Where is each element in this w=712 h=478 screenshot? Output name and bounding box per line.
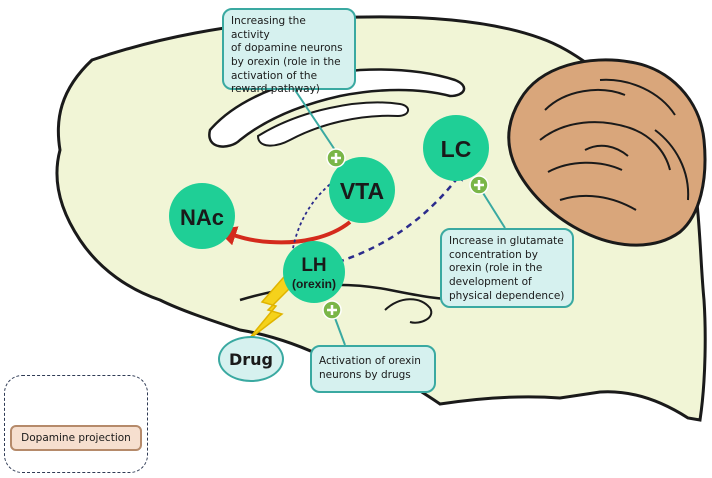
vta-note-text: Increasing the activity of dopamine neur…	[231, 15, 343, 96]
lc-note: Increase in glutamate concentration by o…	[440, 228, 574, 308]
nac-label: NAc	[180, 205, 224, 230]
ventral-contour	[384, 298, 433, 324]
dopamine-arrow	[216, 220, 352, 246]
lh-label: LH	[301, 255, 326, 276]
node-nac: NAc	[169, 183, 235, 249]
plus-icon	[469, 175, 489, 195]
cerebellum	[507, 58, 707, 247]
vta-note-connector	[294, 89, 336, 151]
vta-note: Increasing the activity of dopamine neur…	[222, 8, 356, 95]
lc-label: LC	[441, 136, 472, 162]
drug-label: Drug	[218, 336, 284, 382]
cerebellum-folia	[539, 78, 690, 211]
legend-dopamine-label: Dopamine projection	[10, 425, 142, 451]
node-vta: VTA	[329, 157, 395, 223]
node-lc: LC	[423, 115, 489, 181]
plus-icon	[322, 300, 342, 320]
vta-label: VTA	[340, 178, 384, 204]
lh-note-text: Activation of orexin neurons by drugs	[319, 355, 421, 381]
lc-note-text: Increase in glutamate concentration by o…	[449, 235, 565, 302]
lh-note: Activation of orexin neurons by drugs	[310, 345, 436, 393]
ventricle	[256, 101, 409, 147]
plus-icon	[326, 148, 346, 168]
orexin-projection-lc	[337, 167, 465, 264]
legend	[4, 375, 148, 473]
lh-sublabel: (orexin)	[292, 277, 336, 291]
node-lh: LH (orexin)	[283, 241, 345, 303]
